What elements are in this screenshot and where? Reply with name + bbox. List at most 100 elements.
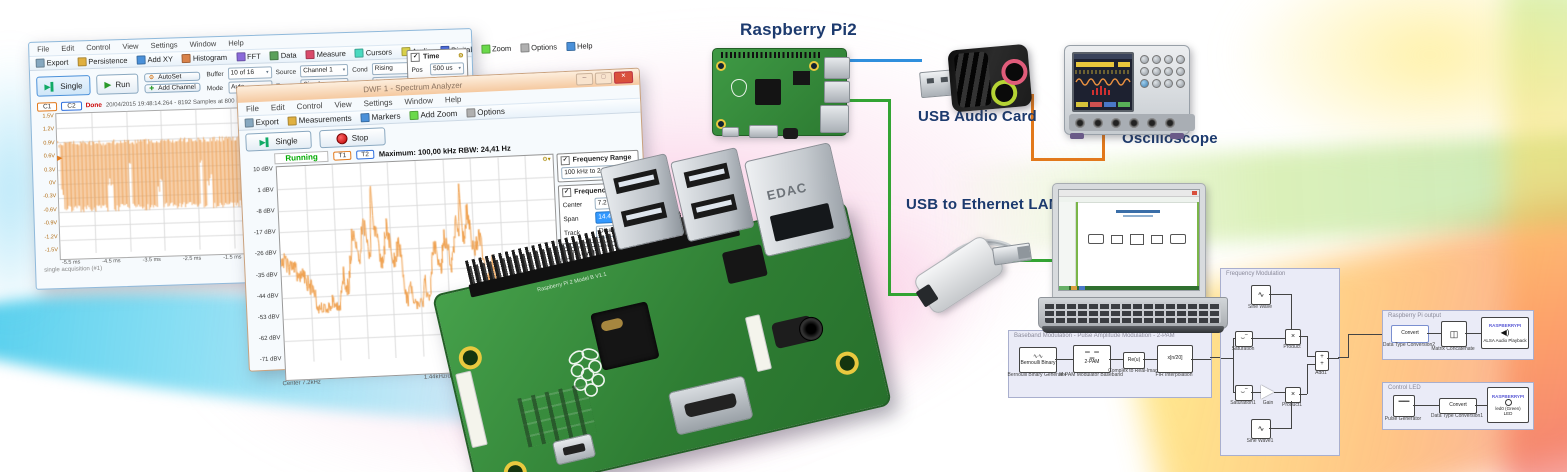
tab-channel2[interactable]: C2: [61, 101, 82, 111]
menu-help[interactable]: Help: [228, 38, 244, 48]
block-sine-wave1[interactable]: ∿: [1251, 419, 1271, 439]
menu-file[interactable]: File: [245, 103, 260, 114]
block-gain[interactable]: [1261, 385, 1274, 399]
knob[interactable]: [1152, 67, 1161, 76]
stop-button[interactable]: Stop: [319, 127, 386, 149]
toolbar-markers[interactable]: Markers: [360, 112, 401, 123]
block-mpam-modulator[interactable]: ▔▁▔ 2-PAM: [1073, 345, 1111, 373]
trigger-level-marker[interactable]: ▶: [57, 154, 63, 163]
block-bernoulli-binary-generator[interactable]: ∿∿ Bernoulli Binary: [1019, 347, 1057, 373]
toolbar-measurements[interactable]: Measurements: [287, 114, 352, 126]
bnc-connector[interactable]: [1147, 117, 1157, 128]
bnc-connector[interactable]: [1111, 117, 1121, 128]
run-button[interactable]: ▶Run: [96, 73, 139, 95]
menu-window[interactable]: Window: [404, 96, 434, 107]
checkbox[interactable]: ✓: [560, 155, 570, 166]
toolbar-help[interactable]: Help: [565, 41, 593, 52]
gear-icon[interactable]: ⚙: [458, 53, 464, 60]
menu-view[interactable]: View: [122, 41, 139, 52]
bnc-connector[interactable]: [1075, 117, 1085, 128]
help-icon: [565, 41, 576, 52]
toolbar-add-xy[interactable]: Add XY: [136, 54, 173, 65]
block-pulse-generator[interactable]: ▔▔: [1393, 395, 1415, 417]
knob[interactable]: [1140, 79, 1149, 88]
toolbar-persistence[interactable]: Persistence: [77, 56, 128, 67]
menu-edit[interactable]: Edit: [61, 43, 75, 53]
block-saturation[interactable]: ⌣‾: [1235, 331, 1253, 347]
y-tick-label: -71 dBV: [259, 356, 282, 364]
menu-control[interactable]: Control: [86, 42, 111, 53]
gpio-pins-icon: [721, 52, 821, 58]
single-button[interactable]: ▶▌Single: [36, 75, 91, 97]
menu-file[interactable]: File: [37, 44, 50, 54]
y-tick-label: -62 dBV: [258, 335, 281, 343]
tab-trace1[interactable]: T1: [333, 150, 352, 161]
block-alsa-audio-playback[interactable]: RASPBERRYPI ◀) ALSA Audio Playback: [1481, 317, 1529, 349]
menu-window[interactable]: Window: [189, 39, 217, 49]
add-channel-button[interactable]: ✚Add Channel: [144, 82, 201, 94]
block-matrix-concatenate[interactable]: ◫: [1441, 321, 1467, 347]
cube-icon: ◫: [1449, 328, 1459, 339]
toolbar-fft[interactable]: FFT: [235, 52, 261, 62]
toolbar-export[interactable]: Export: [35, 58, 68, 68]
block-complex-to-real-imag[interactable]: Re(u): [1123, 352, 1145, 369]
block-fir-interpolation[interactable]: x[n/20]: [1157, 345, 1193, 373]
knob[interactable]: [1140, 67, 1149, 76]
knob[interactable]: [1176, 79, 1185, 88]
toolbar-zoom[interactable]: Zoom: [480, 44, 511, 54]
menu-settings[interactable]: Settings: [363, 97, 393, 109]
bnc-connector[interactable]: [1165, 117, 1175, 128]
menu-help[interactable]: Help: [444, 94, 462, 105]
block-product1[interactable]: ×: [1285, 387, 1301, 403]
autoset-stack: ⚙AutoSet ✚Add Channel: [143, 71, 201, 94]
block-caption: Data Type Conversion2: [1382, 342, 1436, 348]
block-data-type-conversion2[interactable]: Convert: [1391, 325, 1429, 343]
menu-settings[interactable]: Settings: [150, 40, 178, 51]
toolbar-export[interactable]: Export: [244, 117, 279, 128]
single-button[interactable]: ▶▌Single: [245, 130, 312, 152]
block-data-type-conversion1[interactable]: Convert: [1439, 398, 1477, 414]
knob[interactable]: [1152, 55, 1161, 64]
toolbar-measure[interactable]: Measure: [305, 49, 346, 60]
minimize-button[interactable]: –: [575, 72, 594, 86]
knob[interactable]: [1164, 79, 1173, 88]
buffer-select[interactable]: 10 of 16▾: [227, 66, 272, 80]
plot-menu-icon[interactable]: ⚙▾: [542, 156, 551, 164]
block-product[interactable]: ×: [1285, 329, 1301, 345]
tab-channel1[interactable]: C1: [36, 102, 58, 112]
block-add1[interactable]: ++: [1315, 351, 1329, 371]
checkbox[interactable]: ✓: [410, 52, 421, 62]
persistence-icon: [77, 57, 87, 67]
knob[interactable]: [1152, 79, 1161, 88]
tab-trace2[interactable]: T2: [356, 149, 375, 160]
knob[interactable]: [1140, 55, 1149, 64]
x-tick-label: -5.5 ms: [61, 259, 81, 267]
checkbox[interactable]: ✓: [561, 187, 572, 198]
dropdown-arrow: ▾: [458, 65, 462, 72]
menu-edit[interactable]: Edit: [270, 102, 285, 113]
menu-control[interactable]: Control: [296, 101, 323, 112]
wire-freqmod-to-output: [1348, 334, 1349, 358]
pos-select[interactable]: 500 us▾: [429, 62, 465, 76]
bnc-connector[interactable]: [1129, 117, 1139, 128]
toolbar-data[interactable]: Data: [269, 51, 297, 61]
block-led[interactable]: RASPBERRYPI led0 (Green) LED: [1487, 387, 1529, 423]
knob[interactable]: [1176, 67, 1185, 76]
bnc-connector[interactable]: [1093, 117, 1103, 128]
close-button[interactable]: ✕: [613, 70, 634, 84]
autoset-button[interactable]: ⚙AutoSet: [143, 71, 201, 83]
toolbar-histogram[interactable]: Histogram: [181, 53, 227, 64]
knob[interactable]: [1176, 55, 1185, 64]
maximize-button[interactable]: □: [594, 71, 613, 85]
wire: [1109, 359, 1123, 360]
toolbar-cursors[interactable]: Cursors: [354, 48, 392, 58]
block-saturation1[interactable]: ⌣‾: [1235, 385, 1253, 401]
toolbar-options[interactable]: Options: [466, 107, 505, 118]
toolbar-options[interactable]: Options: [520, 42, 557, 53]
source-select[interactable]: Channel 1▾: [300, 63, 349, 78]
toolbar-add-zoom[interactable]: Add Zoom: [409, 109, 458, 121]
menu-view[interactable]: View: [334, 99, 352, 110]
knob[interactable]: [1164, 55, 1173, 64]
knob[interactable]: [1164, 67, 1173, 76]
block-sine-wave[interactable]: ∿: [1251, 285, 1271, 305]
